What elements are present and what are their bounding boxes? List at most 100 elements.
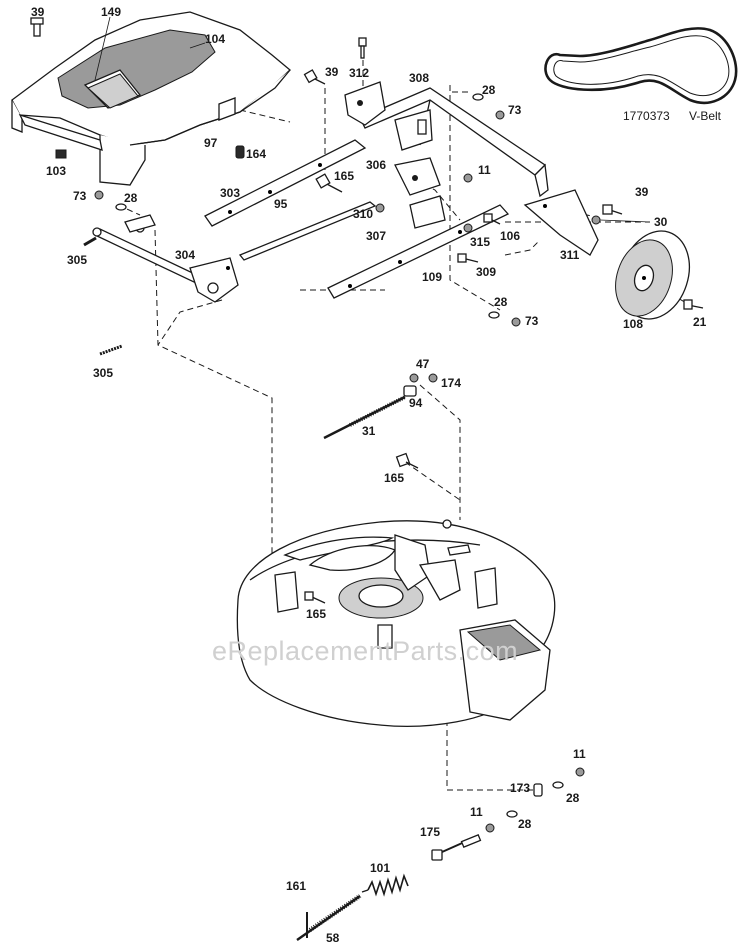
callout-305-pin: 305 (67, 253, 88, 267)
washer-28-d (552, 781, 564, 789)
callout-307-bracket: 307 (366, 229, 387, 243)
callout-109-rail: 109 (422, 270, 443, 284)
washer-28-b (472, 93, 484, 101)
bolt-small-top (358, 37, 367, 59)
callout-73-nut-top: 73 (508, 103, 522, 117)
callout-30-spacer: 30 (654, 215, 668, 229)
spacer-30 (591, 215, 601, 225)
callout-28-washer-right: 28 (494, 295, 508, 309)
nut-11-b (575, 767, 585, 777)
callout-31-cable: 31 (362, 424, 376, 438)
nut-11-a (463, 173, 473, 183)
callout-304-pivot-bracket: 304 (175, 248, 196, 262)
assembly-guide-lines (117, 60, 691, 791)
callout-94-fitting: 94 (409, 396, 423, 410)
callout-28-washer-lower-right: 28 (566, 791, 580, 805)
callout-161-pin: 161 (286, 879, 307, 893)
bolt-165-frame (315, 173, 343, 193)
callout-309-bolt: 309 (476, 265, 497, 279)
callout-47-nut: 47 (416, 357, 430, 371)
wheel-bracket-311 (523, 189, 599, 256)
callout-39-wheel-bolt: 39 (635, 185, 649, 199)
callout-303-rail: 303 (220, 186, 241, 200)
bolt-39-frame (303, 69, 326, 85)
spring-101 (361, 873, 409, 897)
bracket-312 (344, 81, 386, 126)
callout-39-frame-bolt: 39 (325, 65, 339, 79)
bolt-39-top (30, 17, 44, 37)
bolt-21 (683, 299, 704, 310)
callout-315-bolt: 315 (470, 235, 491, 249)
callout-306-bracket: 306 (366, 158, 387, 172)
nut-73-b (495, 110, 505, 120)
nut-73-a (94, 190, 104, 200)
callout-11-nut: 11 (478, 163, 491, 177)
callout-164-clip: 164 (246, 147, 267, 161)
callout-174-nut: 174 (441, 376, 462, 390)
frame-rail-303 (204, 139, 367, 227)
nut-310 (375, 203, 385, 213)
fitting-173 (533, 783, 543, 797)
callout-11-nut-lower-right: 11 (573, 747, 586, 761)
nut-174 (428, 373, 438, 383)
v-belt (544, 27, 738, 105)
clip-164 (235, 145, 245, 159)
nut-73-c (511, 317, 521, 327)
bracket-97 (218, 97, 236, 121)
handle-frame (359, 87, 549, 198)
bolt-39-wheel (602, 204, 623, 215)
callout-173-fitting: 173 (510, 781, 531, 795)
nut-47 (409, 373, 419, 383)
callout-28-washer-top: 28 (482, 83, 496, 97)
callout-58-cable: 58 (326, 931, 340, 945)
callout-305-pin-lower: 305 (93, 366, 114, 380)
callout-149-decal: 149 (101, 5, 122, 19)
callout-103-clip: 103 (46, 164, 67, 178)
cable-end-175 (431, 834, 482, 861)
bracket-307 (409, 195, 446, 229)
callout-11-nut-lower: 11 (470, 805, 483, 819)
wheel-108 (615, 230, 690, 320)
rod-95 (238, 201, 377, 261)
callout-39-cover-bolt: 39 (31, 5, 45, 19)
bracket-308 (394, 109, 433, 151)
callout-101-spring: 101 (370, 861, 391, 875)
bracket-306 (394, 157, 441, 196)
callout-97-bracket: 97 (204, 136, 218, 150)
mower-deck (236, 520, 556, 727)
callout-175-cable-end: 175 (420, 825, 441, 839)
belt-part-number: 1770373 (623, 109, 670, 123)
callout-104-engine-cover: 104 (205, 32, 226, 46)
pin-305-b (99, 344, 123, 356)
pivot-bracket-304 (189, 257, 239, 303)
watermark: eReplacementParts.com (212, 636, 519, 666)
callout-73-nut-right: 73 (525, 314, 539, 328)
washer-28-c (488, 311, 500, 319)
cable-31 (323, 395, 406, 440)
callout-308-bracket: 308 (409, 71, 430, 85)
frame-rail-109 (327, 204, 510, 299)
bolt-165-deck-top (395, 452, 419, 469)
decal-149 (87, 73, 139, 109)
callout-165-deck-top-bolt: 165 (384, 471, 405, 485)
callout-28-washer-lower: 28 (518, 817, 532, 831)
belt-name: V-Belt (689, 109, 722, 123)
pin-305-a (83, 236, 97, 247)
callout-312-bracket: 312 (349, 66, 370, 80)
callout-106-bolt: 106 (500, 229, 521, 243)
callout-leaders (94, 16, 651, 223)
bolt-165-deck (304, 591, 326, 604)
callout-165-frame-bolt: 165 (334, 169, 355, 183)
fitting-94 (403, 385, 417, 397)
bolt-315 (463, 223, 473, 233)
nut-11-c (485, 823, 495, 833)
callout-311-wheel-bracket: 311 (560, 248, 580, 262)
washer-28-e (506, 810, 518, 818)
callout-310-nut: 310 (353, 207, 374, 221)
washer-28-a (115, 203, 127, 211)
callout-21-bolt: 21 (693, 315, 707, 329)
callout-95-rod: 95 (274, 197, 288, 211)
bolt-309 (457, 253, 479, 263)
callout-28-washer: 28 (124, 191, 138, 205)
